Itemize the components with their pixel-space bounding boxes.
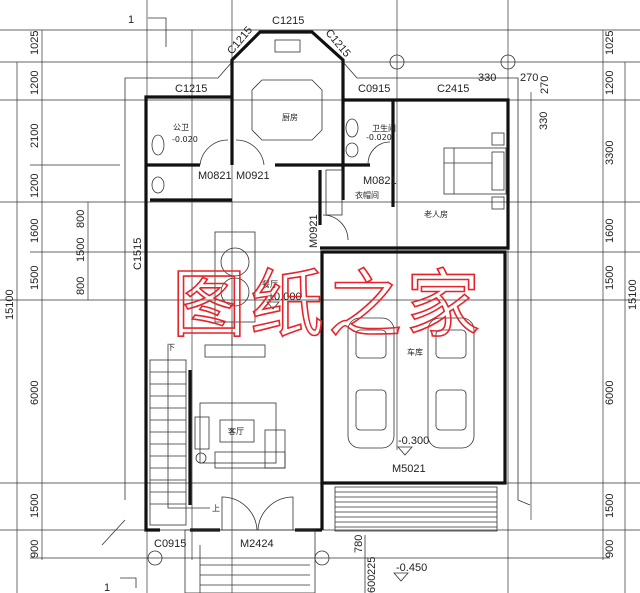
room-label-elder-room: 老人房: [424, 209, 448, 219]
svg-text:270: 270: [539, 76, 551, 94]
entry-door-swing: [257, 496, 294, 531]
axis-bubble: [147, 550, 163, 566]
svg-text:1600: 1600: [604, 219, 616, 243]
elevation-label: -0.300: [398, 435, 429, 447]
svg-text:330: 330: [478, 72, 496, 84]
door-label: M0821: [363, 175, 397, 187]
dining-door-swing: [322, 214, 349, 241]
elevation-marker: [397, 446, 413, 456]
elevation-marker: [266, 301, 280, 310]
window-label: C0915: [358, 83, 390, 95]
car: [347, 317, 395, 449]
svg-text:800: 800: [75, 210, 87, 228]
eave-outline: [124, 61, 233, 500]
entry-door-swing: [221, 496, 258, 531]
svg-text:6000: 6000: [604, 381, 616, 405]
room-label-dining: 餐厅: [262, 280, 278, 289]
closet-wardrobe: [325, 169, 343, 216]
toilet-fixture: [345, 118, 359, 138]
axis-bubble: [500, 54, 516, 70]
room-label-bathroom: 卫生间: [372, 123, 396, 133]
svg-text:1025: 1025: [604, 31, 616, 55]
svg-text:15100: 15100: [627, 279, 639, 310]
watermark: 图纸之家: [172, 262, 484, 348]
svg-text:1: 1: [104, 582, 110, 593]
walls: [144, 30, 510, 532]
dining-table: [204, 231, 266, 358]
svg-text:1500: 1500: [29, 266, 41, 290]
svg-text:1500: 1500: [75, 238, 87, 262]
bed: [443, 132, 507, 210]
svg-text:1200: 1200: [29, 71, 41, 95]
kitchen-counter: [251, 79, 323, 141]
svg-text:3300: 3300: [604, 141, 616, 165]
eave-outline: [101, 519, 126, 546]
svg-text:6000: 6000: [29, 381, 41, 405]
window-label: C0915: [154, 538, 186, 550]
svg-text:1: 1: [128, 14, 134, 26]
left-dimensions: 1025 1200 2100 1200 1600 1500 6000 1500 …: [4, 31, 87, 558]
window-label: C1515: [132, 238, 144, 270]
door-label: M2424: [240, 538, 274, 550]
svg-text:上: 上: [212, 504, 220, 513]
door-label: M0821: [198, 170, 232, 182]
section-mark-top: 1: [128, 14, 167, 47]
kitchen-sink: [274, 39, 301, 53]
svg-text:1500: 1500: [604, 494, 616, 518]
svg-text:1200: 1200: [29, 174, 41, 198]
room-label-garage: 车库: [407, 347, 423, 357]
basin-fixture: [151, 176, 165, 194]
room-label-public-toilet: 公卫: [173, 123, 189, 132]
window-label: C1215: [272, 15, 304, 27]
sofa-set: [194, 402, 286, 469]
porch-dimensions: 780 225 600: [353, 535, 378, 593]
section-mark-bottom: 1: [104, 577, 137, 593]
svg-text:1500: 1500: [604, 266, 616, 290]
svg-text:1200: 1200: [604, 71, 616, 95]
svg-text:800: 800: [75, 277, 87, 295]
door-label: M5021: [392, 463, 426, 475]
toilet-door-swing: [199, 139, 229, 166]
room-label-living: 客厅: [228, 426, 244, 436]
elevation-label: -0.020: [172, 135, 198, 144]
svg-text:15100: 15100: [4, 289, 16, 320]
basin-fixture: [345, 142, 359, 158]
door-label: M0921: [236, 170, 270, 182]
elevation-label: -0.450: [396, 562, 427, 574]
svg-text:600: 600: [366, 575, 378, 593]
eave-outline: [517, 499, 531, 506]
corner-dimensions: 330 270 270 330: [478, 72, 551, 130]
elevation-marker: [393, 572, 409, 582]
svg-text:330: 330: [538, 112, 550, 130]
toilet-fixture: [151, 134, 165, 156]
svg-text:1025: 1025: [29, 31, 41, 55]
svg-text:1600: 1600: [29, 219, 41, 243]
svg-text:900: 900: [604, 540, 616, 558]
svg-text:780: 780: [353, 535, 365, 553]
room-label-closet: 衣帽间: [355, 190, 379, 200]
svg-text:1500: 1500: [29, 494, 41, 518]
window-label: C1215: [175, 83, 207, 95]
bath-door-swing: [367, 141, 391, 166]
staircase: 下 上: [149, 343, 220, 526]
car: [427, 317, 475, 449]
door-label: M0921: [308, 214, 320, 248]
right-dimensions: 1025 1200 3300 1600 1500 6000 1500 900 1…: [604, 31, 639, 558]
elevation-label: ±0.000: [268, 291, 302, 303]
svg-text:225: 225: [366, 557, 378, 575]
kitchen-door-swing: [235, 139, 265, 166]
svg-text:2100: 2100: [29, 124, 41, 148]
window-label: C2415: [437, 83, 469, 95]
svg-text:900: 900: [29, 540, 41, 558]
axis-bubble: [389, 54, 405, 70]
svg-text:下: 下: [167, 343, 175, 352]
room-label-kitchen: 厨房: [282, 112, 298, 122]
elevation-label: -0.020: [366, 133, 392, 142]
eave-outline: [342, 61, 519, 500]
porch-steps: [184, 529, 316, 593]
garage-ramp: [334, 486, 498, 532]
svg-text:270: 270: [520, 72, 538, 84]
